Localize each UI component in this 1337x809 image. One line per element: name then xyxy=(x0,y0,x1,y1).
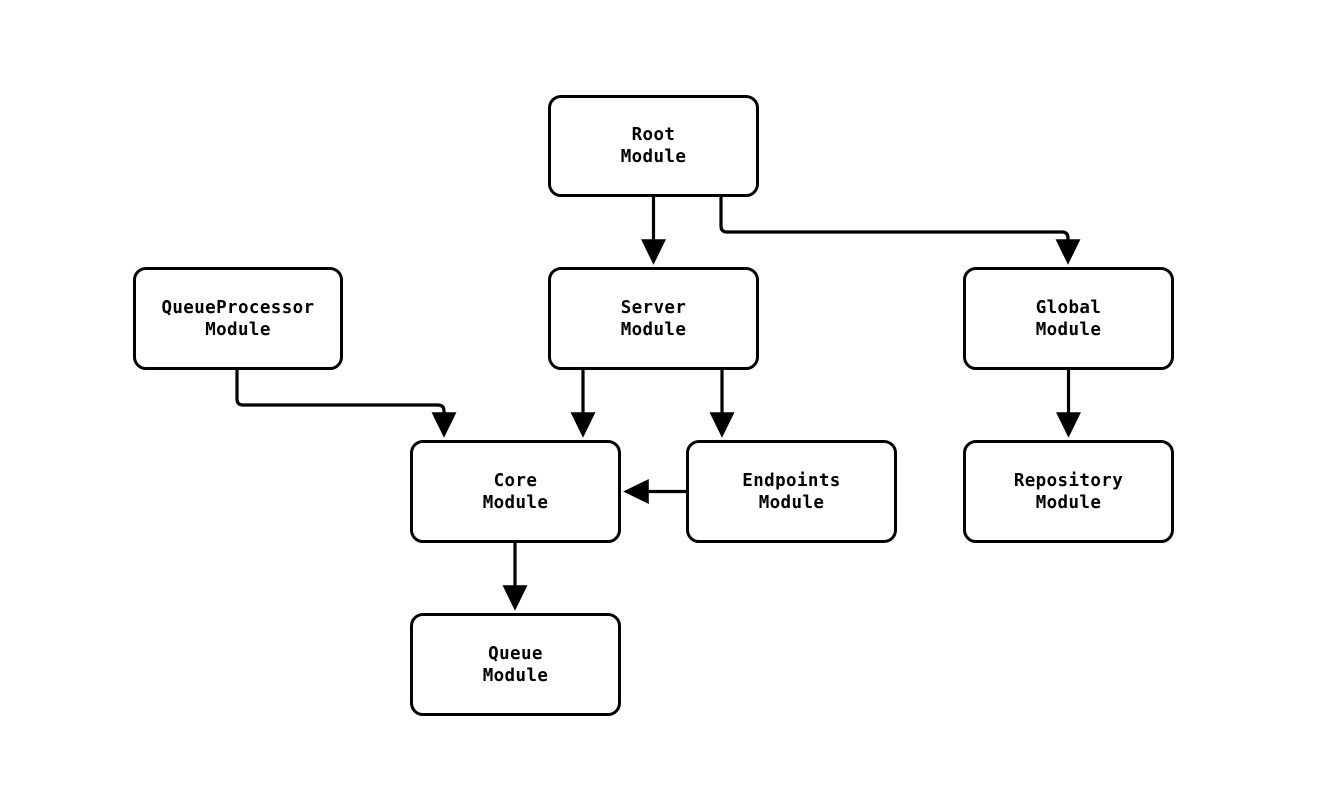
edge-queueprocessor-to-core xyxy=(235,370,457,438)
node-queueprocessor-module-name: QueueProcessor xyxy=(161,297,315,318)
node-repository-module-name: Repository xyxy=(1013,470,1124,491)
node-repository-module-suffix: Module xyxy=(1035,492,1102,513)
node-server-module-name: Server xyxy=(620,297,687,318)
node-queue-module[interactable]: Queue Module xyxy=(410,613,621,716)
node-root-module[interactable]: Root Module xyxy=(548,95,759,197)
node-endpoints-module-suffix: Module xyxy=(758,492,825,513)
node-endpoints-module-name: Endpoints xyxy=(742,470,841,491)
node-queueprocessor-module-suffix: Module xyxy=(205,319,271,340)
node-root-module-name: Root xyxy=(631,125,676,145)
node-server-module[interactable]: Server Module xyxy=(548,267,759,370)
node-global-module[interactable]: Global Module xyxy=(963,267,1174,370)
node-global-module-suffix: Module xyxy=(1035,319,1102,340)
node-queueprocessor-module[interactable]: QueueProcessor Module xyxy=(133,267,343,370)
node-core-module-name: Core xyxy=(493,470,538,491)
node-server-module-suffix: Module xyxy=(620,319,687,340)
node-root-module-suffix: Module xyxy=(620,147,687,167)
node-queue-module-name: Queue xyxy=(488,643,543,664)
node-global-module-name: Global xyxy=(1035,297,1102,318)
node-repository-module[interactable]: Repository Module xyxy=(963,440,1174,543)
node-endpoints-module[interactable]: Endpoints Module xyxy=(686,440,897,543)
node-queue-module-suffix: Module xyxy=(482,665,549,686)
node-core-module[interactable]: Core Module xyxy=(410,440,621,543)
node-core-module-suffix: Module xyxy=(482,492,549,513)
edge-root-to-global xyxy=(719,197,1081,265)
